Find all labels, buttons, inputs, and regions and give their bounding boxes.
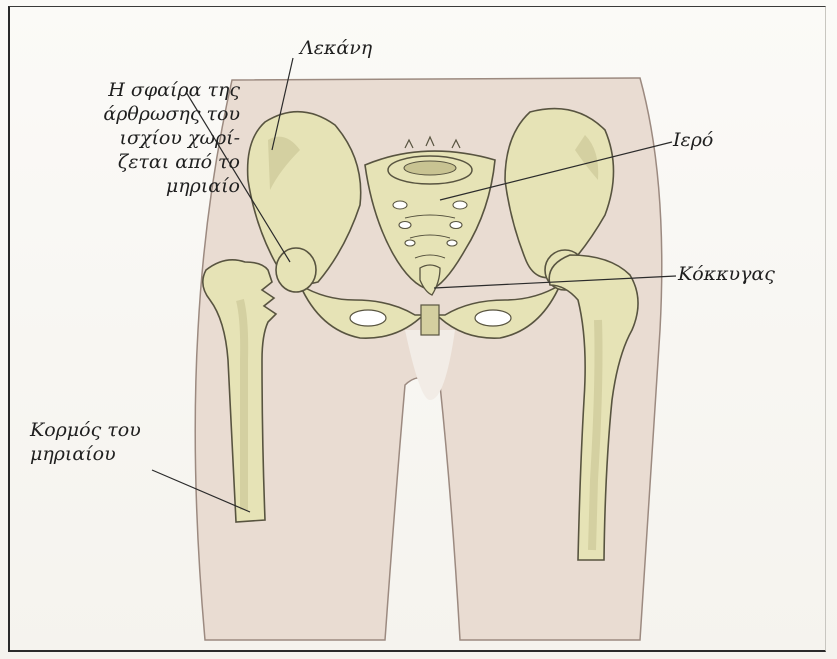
label-ball-line-3: ισχίου χωρί- bbox=[22, 126, 240, 150]
label-ball-line-2: άρθρωσης του bbox=[22, 102, 240, 126]
detached-femoral-head bbox=[276, 248, 316, 292]
label-ball-line-1: Η σφαίρα της bbox=[22, 78, 240, 102]
label-pelvis-text: Λεκάνη bbox=[300, 37, 372, 59]
label-pelvis: Λεκάνη bbox=[300, 36, 372, 60]
label-sacrum: Ιερό bbox=[673, 128, 713, 152]
right-obturator-foramen bbox=[475, 310, 511, 326]
label-ball-joint: Η σφαίρα της άρθρωσης του ισχίου χωρί- ζ… bbox=[22, 78, 240, 198]
label-shaft-line-1: Κορμός του bbox=[30, 418, 180, 442]
left-obturator-foramen bbox=[350, 310, 386, 326]
label-shaft-line-2: μηριαίου bbox=[30, 442, 180, 466]
label-coccyx-text: Κόκκυγας bbox=[678, 263, 775, 285]
label-ball-line-4: ζεται από το bbox=[22, 150, 240, 174]
label-femur-shaft: Κορμός του μηριαίου bbox=[30, 418, 180, 466]
label-coccyx: Κόκκυγας bbox=[678, 262, 775, 286]
label-ball-line-5: μηριαίο bbox=[22, 174, 240, 198]
label-sacrum-text: Ιερό bbox=[673, 129, 713, 151]
